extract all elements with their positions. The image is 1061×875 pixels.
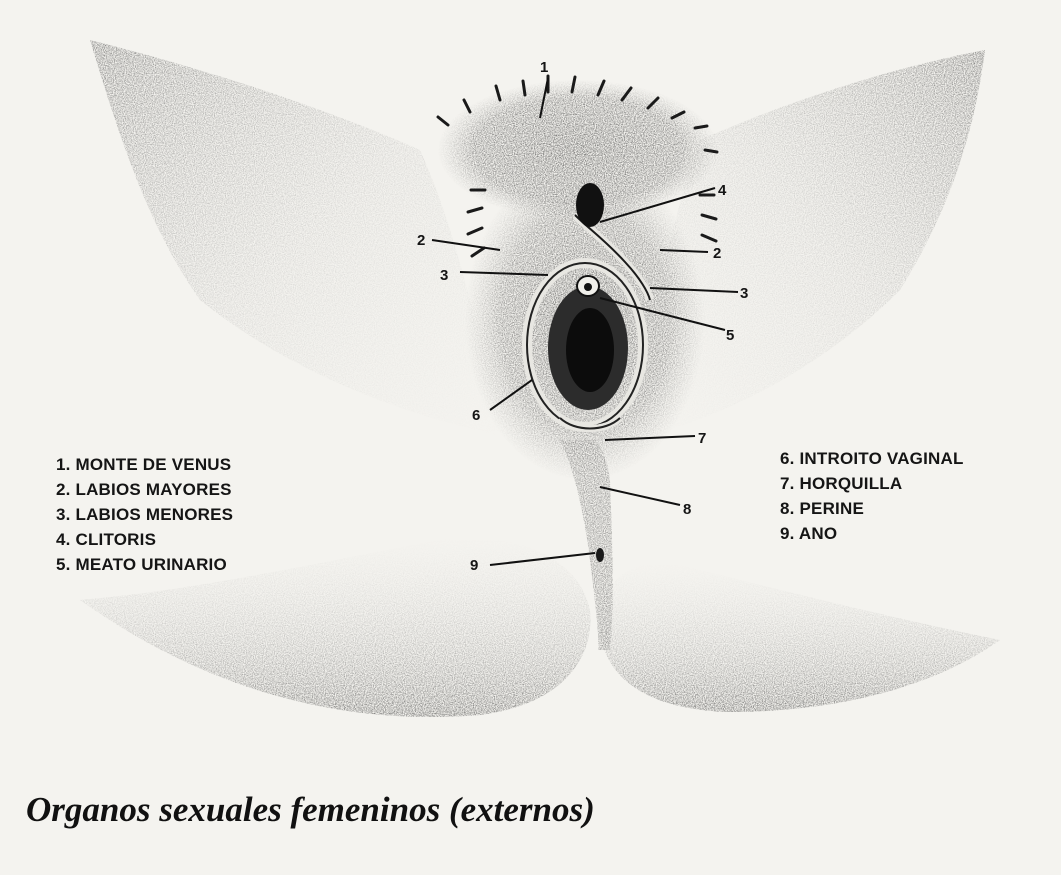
callout-number-9: 9 xyxy=(470,557,478,574)
callout-number-6: 6 xyxy=(472,407,480,424)
figure-caption: Organos sexuales femeninos (externos) xyxy=(26,790,595,830)
legend-item-3: 3. LABIOS MENORES xyxy=(56,502,233,527)
legend-item-2: 2. LABIOS MAYORES xyxy=(56,477,233,502)
callout-number-7: 7 xyxy=(698,430,706,447)
legend-item-4: 4. CLITORIS xyxy=(56,527,233,552)
legend-item-8: 8. PERINE xyxy=(780,496,964,521)
legend-left: 1. MONTE DE VENUS 2. LABIOS MAYORES 3. L… xyxy=(56,452,233,577)
legend-item-6: 6. INTROITO VAGINAL xyxy=(780,446,964,471)
legend-right: 6. INTROITO VAGINAL 7. HORQUILLA 8. PERI… xyxy=(780,446,964,546)
callout-number-3-right: 3 xyxy=(740,285,748,302)
legend-item-7: 7. HORQUILLA xyxy=(780,471,964,496)
callout-number-2-right: 2 xyxy=(713,245,721,262)
callout-number-4: 4 xyxy=(718,182,727,199)
legend-item-5: 5. MEATO URINARIO xyxy=(56,552,233,577)
legend-item-1: 1. MONTE DE VENUS xyxy=(56,452,233,477)
callout-number-5: 5 xyxy=(726,327,734,344)
callout-number-1: 1 xyxy=(540,59,548,76)
callout-number-8: 8 xyxy=(683,501,691,518)
callout-number-2-left: 2 xyxy=(417,232,425,249)
leader-8 xyxy=(600,487,680,505)
legend-item-9: 9. ANO xyxy=(780,521,964,546)
stippled-body-drawing xyxy=(80,40,1000,717)
callout-number-3-left: 3 xyxy=(440,267,448,284)
